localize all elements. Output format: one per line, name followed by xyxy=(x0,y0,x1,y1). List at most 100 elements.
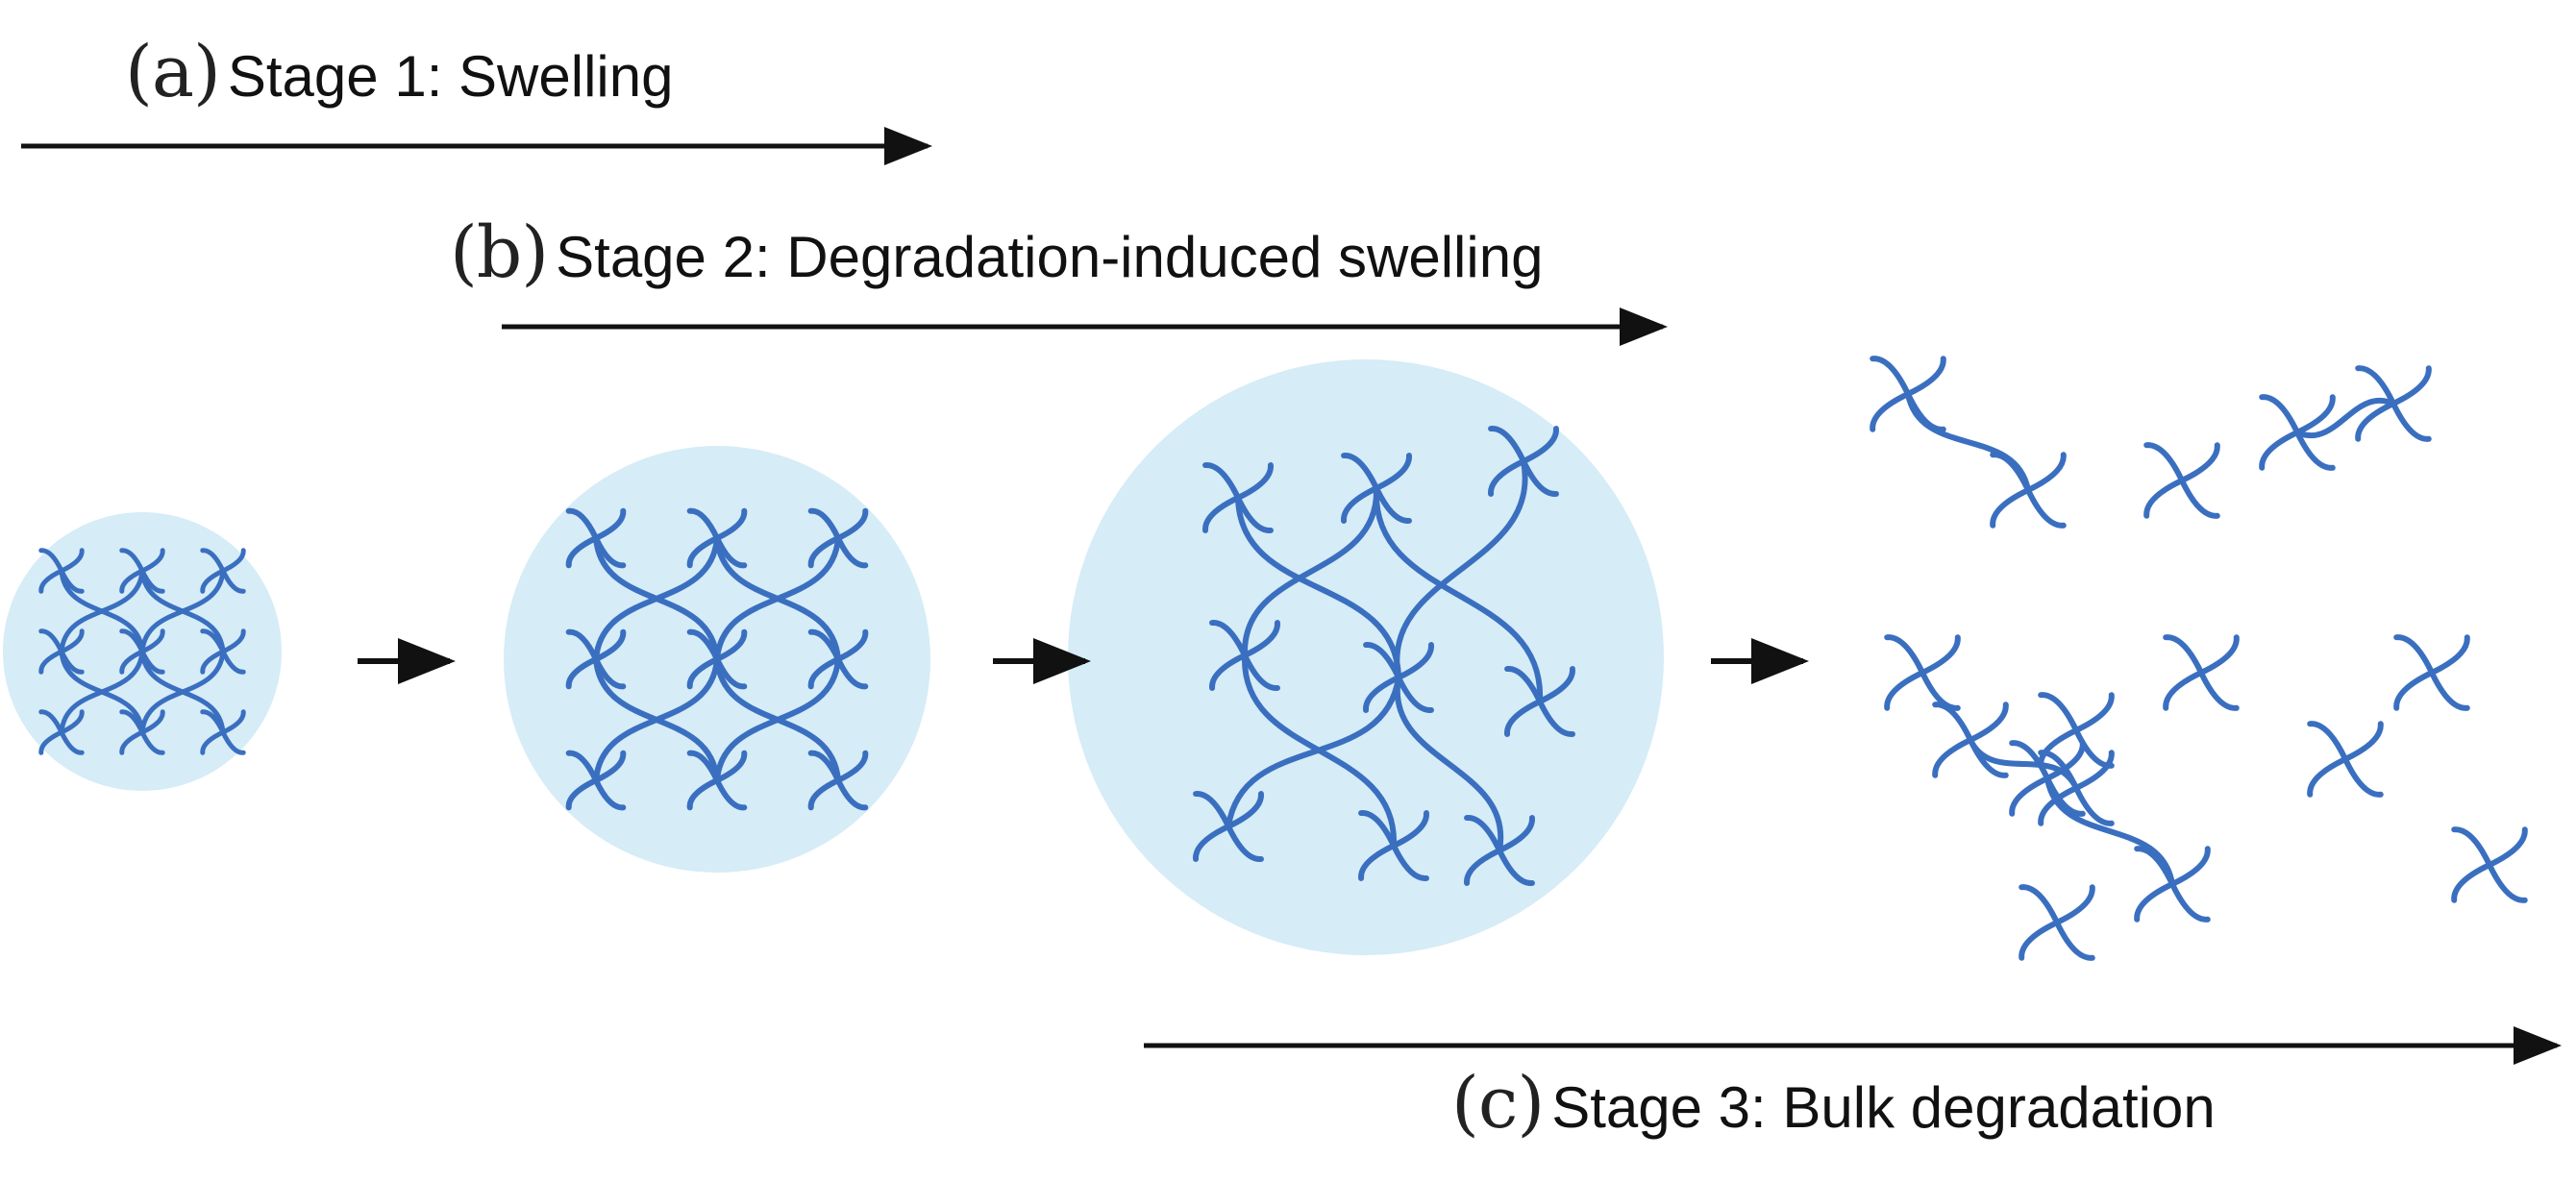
crosslink-arm xyxy=(686,507,720,541)
crosslink-arm xyxy=(1870,356,1911,397)
crosslink-arm xyxy=(1521,458,1559,497)
crosslink-arm xyxy=(2038,727,2079,769)
crosslink-arm xyxy=(2393,634,2435,676)
crosslink-arm xyxy=(1488,458,1526,497)
crosslink-arm xyxy=(1226,824,1264,862)
crosslink-arm xyxy=(593,507,627,541)
crosslink-arm xyxy=(565,535,599,569)
crosslink-arm xyxy=(593,656,627,690)
stage-3-text: Stage 3: Bulk degradation xyxy=(1551,1075,2216,1140)
polymer-strand xyxy=(139,649,226,735)
polymer-strand xyxy=(1394,675,1504,853)
crosslink-arm xyxy=(59,628,85,654)
crosslink-arm xyxy=(38,729,64,755)
crosslink-arm xyxy=(1537,699,1575,737)
crosslink-arm xyxy=(2390,365,2432,406)
crosslink-arm xyxy=(1497,848,1535,886)
crosslink-arm xyxy=(807,628,841,662)
crosslink-arm xyxy=(1209,620,1248,658)
crosslink-arm xyxy=(59,548,85,574)
crosslink-arm xyxy=(2198,670,2240,711)
crosslink-arm xyxy=(38,649,64,675)
crosslink-arm xyxy=(835,777,869,811)
crosslink-arm xyxy=(1391,810,1429,849)
crosslink-arm xyxy=(1870,391,1911,432)
polymer-strand xyxy=(1905,391,2031,493)
crosslink-arm xyxy=(1396,675,1434,713)
crosslink-arm xyxy=(593,750,627,783)
crosslink-arm xyxy=(2163,634,2204,676)
crosslink-arm xyxy=(2342,721,2384,762)
crosslink-arm xyxy=(1990,487,2031,529)
crosslink-arm xyxy=(119,548,145,574)
polymer-strand xyxy=(714,656,841,783)
crosslink-arm xyxy=(59,729,85,755)
polymer-network-initial xyxy=(38,548,246,755)
crosslink-arm xyxy=(807,656,841,690)
crosslink-arm xyxy=(2038,692,2079,733)
crosslink-arm xyxy=(220,548,246,574)
crosslink-arm xyxy=(139,568,165,594)
crosslink-arm xyxy=(1374,453,1412,491)
crosslink-arm xyxy=(2429,670,2470,711)
crosslink-arm xyxy=(2025,487,2067,529)
stage-3-label: (c)Stage 3: Bulk degradation xyxy=(1451,1062,2216,1145)
crosslink-arm xyxy=(835,507,869,541)
polymer-strand xyxy=(1235,495,1401,680)
crosslink-arm xyxy=(2009,740,2050,781)
crosslink-arm xyxy=(2073,785,2115,826)
crosslink-arm xyxy=(2307,756,2348,798)
crosslink-arm xyxy=(2054,884,2095,925)
crosslink-arm xyxy=(2038,785,2079,826)
crosslink-arm xyxy=(2294,430,2336,471)
crosslink-arm xyxy=(1391,843,1429,881)
crosslink-arm xyxy=(835,656,869,690)
crosslink-arm xyxy=(1920,634,1961,676)
crosslink-arm xyxy=(686,777,720,811)
crosslink-arm xyxy=(2073,692,2115,733)
polymer-strand xyxy=(2044,776,2175,887)
crosslink-arm xyxy=(2025,452,2067,493)
crosslink-arm xyxy=(807,750,841,783)
crosslink-arm xyxy=(38,709,64,735)
crosslink-arm xyxy=(2294,394,2336,435)
crosslink-arm xyxy=(2179,442,2220,483)
crosslink-arm xyxy=(139,628,165,654)
stage-1-label: (a)Stage 1: Swelling xyxy=(125,31,673,113)
crosslink-arm xyxy=(714,628,748,662)
crosslink-arm xyxy=(119,729,145,755)
crosslink-arm xyxy=(714,535,748,569)
crosslink-arm xyxy=(2342,756,2384,798)
crosslink-arm xyxy=(1968,702,2009,743)
stage-2-letter: (b) xyxy=(450,211,549,294)
crosslink-arm xyxy=(200,628,226,654)
crosslink-arm xyxy=(2355,365,2396,406)
crosslink-arm xyxy=(2429,634,2470,676)
crosslink-arm xyxy=(2019,920,2060,961)
crosslink-arm xyxy=(1235,462,1274,501)
crosslink-arm xyxy=(2009,776,2050,817)
crosslink-arm xyxy=(2073,727,2115,769)
crosslink-arm xyxy=(1358,810,1397,849)
crosslink-arm xyxy=(686,535,720,569)
polymer-strand xyxy=(139,568,226,654)
polymer-strand xyxy=(2294,398,2396,438)
crosslink-arm xyxy=(2143,442,2185,483)
crosslink-arm xyxy=(2451,826,2492,868)
crosslink-arm xyxy=(2179,478,2220,519)
crosslink-arm xyxy=(38,628,64,654)
crosslink-arm xyxy=(1358,843,1397,881)
crosslink-arm xyxy=(1521,426,1559,464)
crosslink-arm xyxy=(1363,675,1401,713)
crosslink-arm xyxy=(200,568,226,594)
crosslink-arm xyxy=(1932,737,1973,778)
stage-2-label: (b)Stage 2: Degradation-induced swelling xyxy=(450,211,1543,294)
crosslink-arm xyxy=(1193,824,1231,862)
polymer-strand xyxy=(593,535,720,662)
crosslink-arm xyxy=(807,777,841,811)
crosslink-arm xyxy=(1464,848,1502,886)
polymer-strand xyxy=(1241,485,1380,658)
polymer-fragments xyxy=(1870,356,2528,961)
crosslink-arm xyxy=(1242,620,1280,658)
crosslink-arm xyxy=(835,628,869,662)
